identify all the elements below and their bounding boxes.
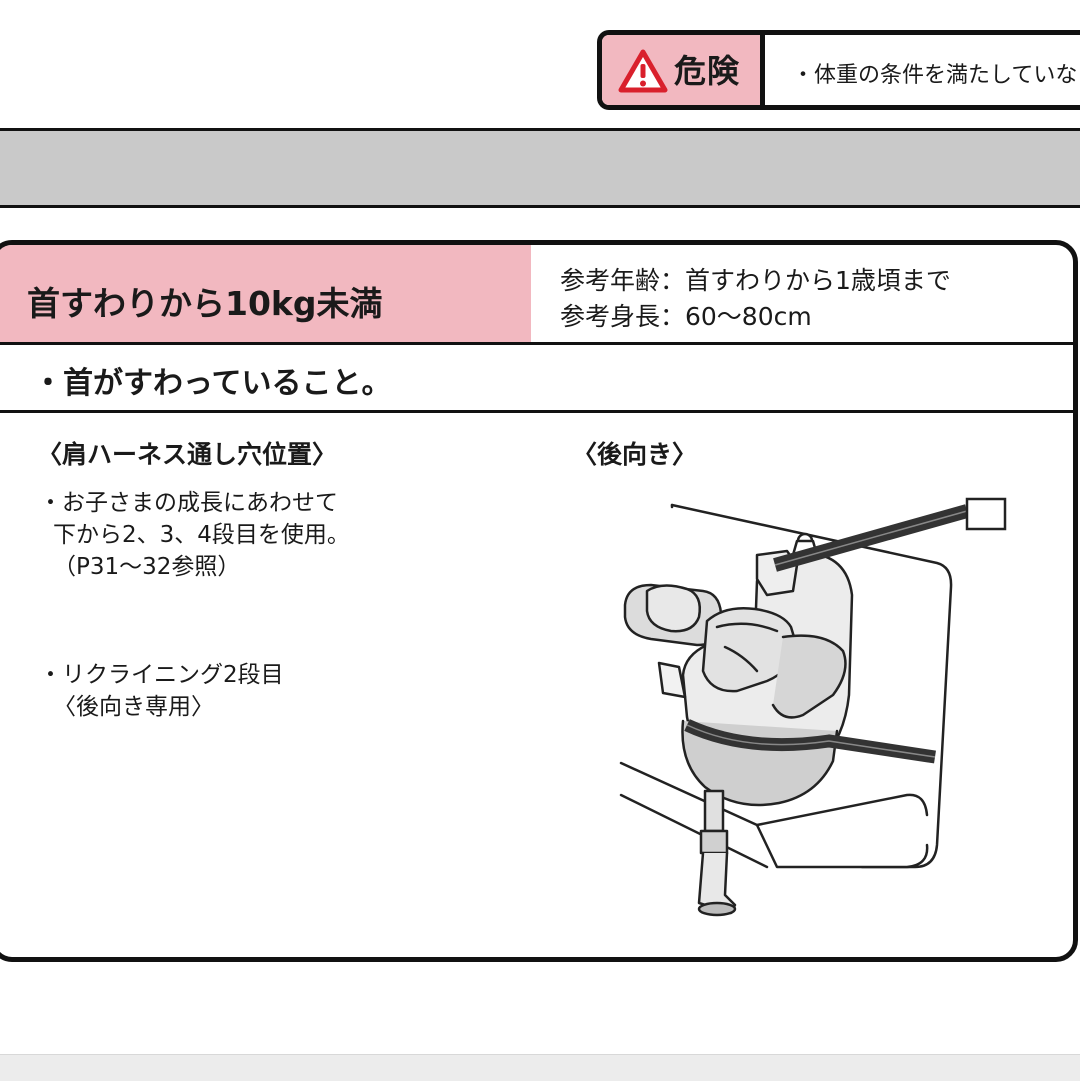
condition-row: ・首がすわっていること。 [0,345,1073,413]
harness-note-line: ・お子さまの成長にあわせて [39,490,338,516]
card-title-area: 首すわりから10kg未満 [0,245,531,342]
harness-note: ・お子さまの成長にあわせて 下から2、3、4段目を使用。 （P31〜32参照） [39,487,350,583]
card-header: 首すわりから10kg未満 参考年齢：首すわりから1歳頃まで 参考身長：60〜80… [0,245,1073,345]
card-title: 首すわりから10kg未満 [27,284,383,323]
danger-message: ・体重の条件を満たしていな [792,63,1078,88]
warning-triangle-icon [618,49,668,93]
reference-height: 参考身長：60〜80cm [560,302,812,331]
reference-info: 参考年齢：首すわりから1歳頃まで 参考身長：60〜80cm [560,263,951,335]
recline-note-line: ・リクライニング2段目 [39,662,284,688]
rear-facing-car-seat-illustration [619,497,1007,917]
section-band [0,128,1080,208]
danger-label-text: 危険 [674,52,741,90]
danger-label-area: 危険 [602,35,765,105]
recline-note: ・リクライニング2段目 〈後向き専用〉 [39,659,284,723]
recline-note-line: 〈後向き専用〉 [53,694,214,720]
condition-text: ・首がすわっていること。 [33,366,392,401]
reference-age: 参考年齢：首すわりから1歳頃まで [560,266,951,295]
harness-heading: 〈肩ハーネス通し穴位置〉 [37,440,338,469]
orientation-heading: 〈後向き〉 [572,440,698,469]
harness-note-line: 下から2、3、4段目を使用。 [53,522,350,548]
harness-note-line: （P31〜32参照） [53,554,241,580]
danger-box: 危険 ・体重の条件を満たしていな [597,30,1080,110]
bottom-strip [0,1054,1080,1081]
usage-card: 首すわりから10kg未満 参考年齢：首すわりから1歳頃まで 参考身長：60〜80… [0,240,1078,962]
